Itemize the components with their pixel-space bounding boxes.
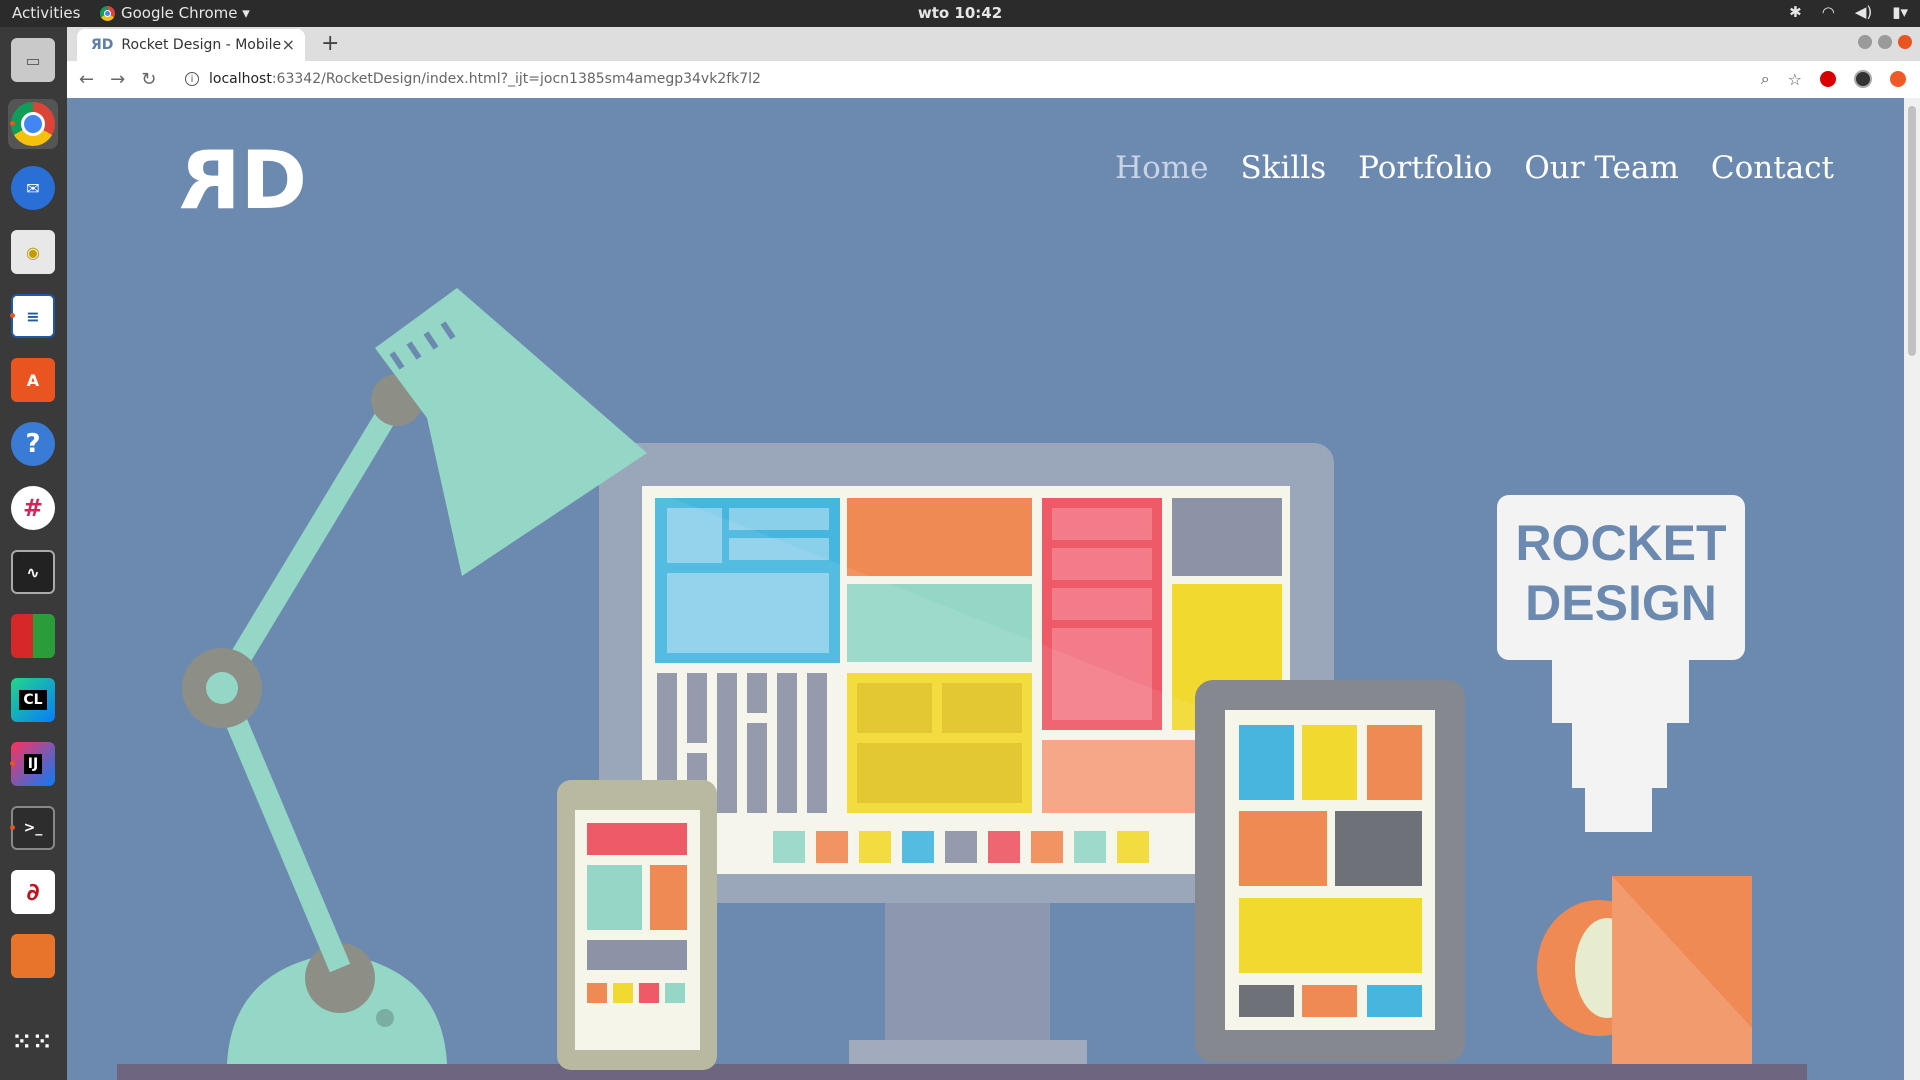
browser-tab[interactable]: ЯD Rocket Design - Mobile W × [77, 29, 305, 61]
clock[interactable]: wto 10:42 [917, 4, 1003, 22]
software-center-icon[interactable]: A [8, 355, 58, 405]
hero-illustration: ROCKET DESIGN [117, 288, 1807, 1080]
site-nav: Home Skills Portfolio Our Team Contact [1115, 150, 1834, 186]
tab-title: Rocket Design - Mobile W [121, 37, 282, 53]
new-tab-button[interactable]: + [321, 31, 340, 56]
maximize-button[interactable] [1878, 35, 1892, 49]
writer-icon[interactable]: ≡ [8, 291, 58, 341]
nav-contact[interactable]: Contact [1710, 150, 1834, 186]
pdf-reader-icon[interactable]: ∂ [8, 867, 58, 917]
nav-portfolio[interactable]: Portfolio [1358, 150, 1493, 186]
app-menu-label: Google Chrome ▾ [121, 4, 250, 22]
battery-icon[interactable]: ▮▾ [1892, 3, 1908, 21]
nav-skills[interactable]: Skills [1240, 150, 1327, 186]
nav-our-team[interactable]: Our Team [1524, 150, 1679, 186]
site-info-icon[interactable]: i [185, 72, 199, 86]
intellij-icon[interactable]: IJ [8, 739, 58, 789]
dock: ▭ ✉ ◉ ≡ A ? # ∿ CL IJ >_ ∂ ⁙⁙ [0, 27, 68, 1080]
lamp-illustration [182, 288, 647, 1064]
tablet-illustration [1195, 680, 1465, 1062]
favicon-icon: ЯD [91, 37, 114, 53]
url-path: :63342/RocketDesign/index.html?_ijt=jocn… [271, 71, 761, 87]
close-window-button[interactable] [1898, 35, 1912, 49]
minimize-button[interactable] [1858, 35, 1872, 49]
url-host: localhost [209, 71, 272, 87]
clion-icon[interactable]: CL [8, 675, 58, 725]
help-icon[interactable]: ? [8, 419, 58, 469]
phone-illustration [557, 780, 717, 1070]
address-bar[interactable]: i localhost:63342/RocketDesign/index.htm… [185, 71, 761, 87]
back-icon[interactable]: ← [79, 69, 95, 90]
bluetooth-icon[interactable]: ✱ [1789, 3, 1802, 21]
nav-home[interactable]: Home [1115, 150, 1209, 186]
activities-button[interactable]: Activities [12, 4, 81, 22]
sign-line-1: ROCKET [1515, 515, 1726, 571]
thunderbird-icon[interactable]: ✉ [8, 163, 58, 213]
chrome-icon [100, 5, 115, 21]
cubes-icon[interactable] [8, 611, 58, 661]
adblock-extension-icon[interactable] [1820, 71, 1836, 87]
tab-strip: ЯD Rocket Design - Mobile W × + [67, 27, 1920, 61]
close-tab-icon[interactable]: × [281, 35, 295, 54]
web-page: RD Home Skills Portfolio Our Team Contac… [67, 98, 1904, 1080]
files-icon[interactable]: ▭ [8, 35, 58, 85]
system-monitor-icon[interactable]: ∿ [8, 547, 58, 597]
zoom-icon[interactable]: ⌕ [1760, 69, 1770, 88]
apps-grid-icon[interactable]: ⁙⁙ [12, 1029, 54, 1055]
window-controls [1858, 35, 1912, 49]
slack-icon[interactable]: # [8, 483, 58, 533]
volume-icon[interactable]: ◀) [1854, 3, 1873, 21]
monitor-illustration [599, 443, 1334, 1064]
forward-icon[interactable]: → [110, 69, 126, 90]
rhythmbox-icon[interactable]: ◉ [8, 227, 58, 277]
terminal-icon[interactable]: >_ [8, 803, 58, 853]
system-top-bar: Activities Google Chrome ▾ wto 10:42 ✱ ◠… [0, 0, 1920, 27]
running-indicator [10, 121, 15, 126]
chrome-icon[interactable] [8, 99, 58, 149]
scrollbar-thumb[interactable] [1908, 106, 1916, 356]
extension-icon[interactable] [1890, 71, 1906, 87]
folder-icon[interactable] [8, 931, 58, 981]
site-logo[interactable]: RD [187, 134, 307, 227]
wifi-icon[interactable]: ◠ [1821, 3, 1835, 21]
rocket-design-sign: ROCKET DESIGN [1497, 495, 1745, 832]
mug-illustration [1537, 876, 1752, 1064]
reload-icon[interactable]: ↻ [141, 69, 157, 90]
app-menu[interactable]: Google Chrome ▾ [100, 4, 250, 22]
sign-line-2: DESIGN [1525, 575, 1717, 631]
browser-toolbar: ← → ↻ i localhost:63342/RocketDesign/ind… [67, 61, 1920, 99]
page-scrollbar[interactable] [1904, 98, 1920, 1080]
system-tray[interactable]: ✱ ◠ ◀) ▮▾ [1789, 3, 1908, 21]
desk [117, 1064, 1807, 1080]
profile-avatar[interactable] [1854, 70, 1872, 88]
bookmark-star-icon[interactable]: ☆ [1787, 69, 1802, 89]
